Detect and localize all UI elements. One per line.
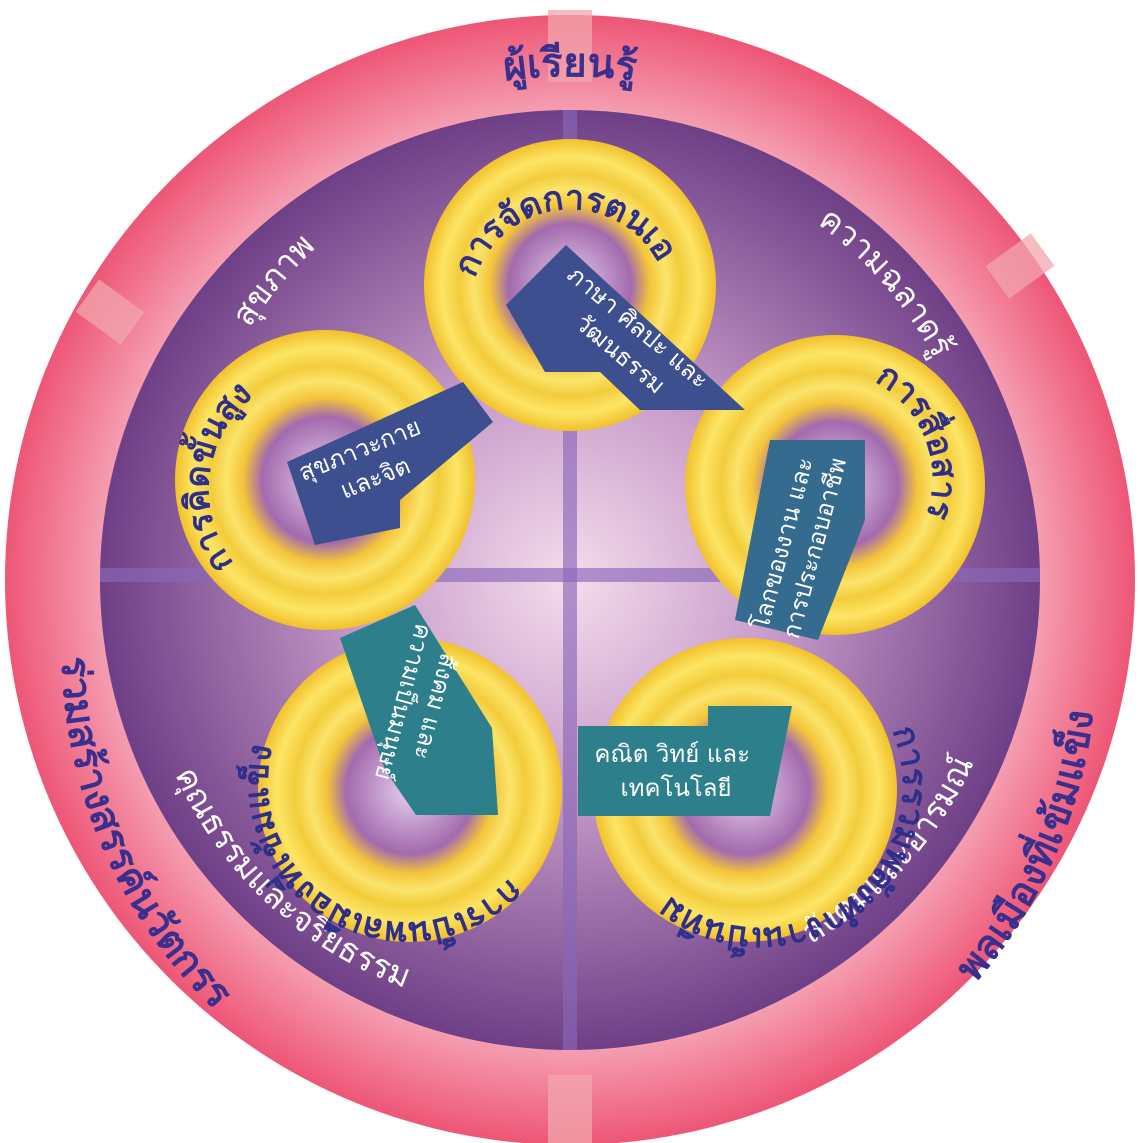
band-stem-line1: คณิต วิทย์ และ xyxy=(594,740,750,768)
outer-label-learner: ผู้เรียนรู้ xyxy=(501,40,640,92)
band-stem-line2: เทคโนโลยี xyxy=(620,774,731,802)
band-social: สังคม และ ความเป็นมนุษย์ xyxy=(340,605,498,815)
svg-text:คณิต วิทย์ และ เทคโนโลยี: คณิต วิทย์ และ เทคโนโลยี xyxy=(594,740,757,802)
band-stem: คณิต วิทย์ และ เทคโนโลยี xyxy=(578,706,792,816)
